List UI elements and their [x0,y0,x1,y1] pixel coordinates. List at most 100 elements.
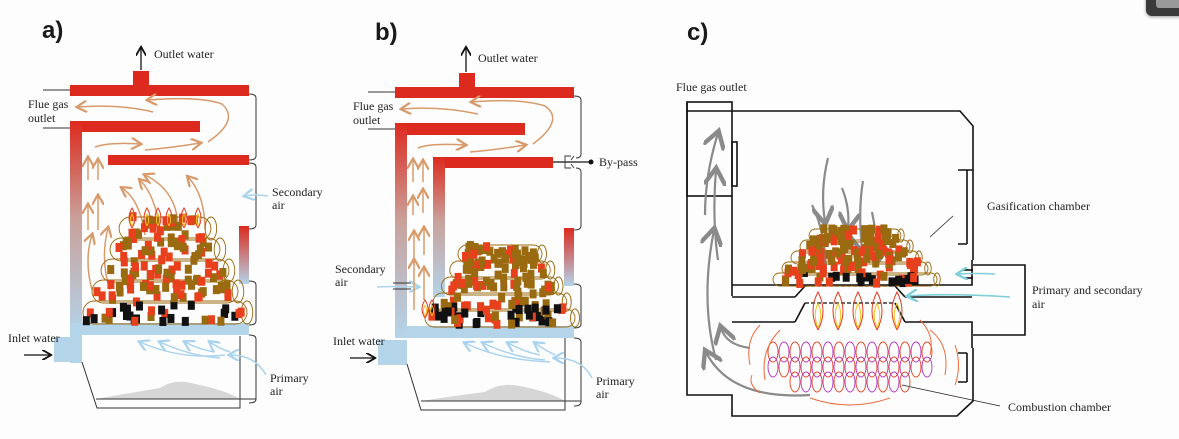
fuel-chunk [521,296,529,306]
corner-window-button[interactable] [1146,0,1179,16]
fuel-chunk [460,284,468,294]
fuel-chunk [491,311,499,321]
fuel-chunk [461,308,469,318]
combustion-flame [822,371,834,393]
log-end [906,239,914,254]
fuel-chunk [463,261,471,271]
fuel-chunk [511,249,519,259]
fuel-chunk [135,301,143,311]
combustion-flame [811,341,823,363]
fuel-chunk [531,303,539,313]
fuel-chunk [837,236,845,246]
fuel-chunk [510,269,518,279]
fuel-chunk [162,282,170,292]
fuel-chunk [156,226,164,236]
fuel-chunk [107,279,115,289]
fuel-chunk [842,272,850,282]
fuel-chunk [494,270,502,280]
swirl-arc [954,344,959,386]
fuel-chunk [895,245,903,255]
inlet-pipe [378,340,407,365]
fuel-chunk [454,292,462,302]
fuel-chunk [525,310,533,320]
fuel-chunk [221,308,229,318]
fuel-chunk [892,233,900,243]
combustion-flame [800,371,812,393]
fuel-chunk [181,230,189,240]
fuel-chunk [165,252,173,262]
fuel-chunk [883,235,891,245]
fuel-chunk [470,249,478,259]
fuel-chunk [93,287,101,297]
fuel-chunk [814,277,822,287]
fuel-chunk [178,235,186,245]
flue-gas-label-line2: outlet [353,113,381,127]
fuel-chunk [217,316,225,326]
left-water-wall [395,123,407,338]
fuel-chunk [840,265,848,275]
fuel-chunk [194,250,202,260]
fuel-chunk [808,246,816,256]
fuel-chunk [98,291,106,301]
fuel-chunk [888,277,896,287]
fuel-chunk [205,258,213,268]
panel-a: a) Outlet water Flue gas outlet Inlet wa… [8,17,323,409]
fuel-chunk [471,268,479,278]
fuel-chunk [539,269,547,279]
fuel-chunk [815,260,823,270]
fuel-chunk [217,284,225,294]
fuel-chunk [201,315,209,325]
fuel-chunk [559,303,567,313]
combustion-flame [822,341,834,363]
fuel-chunk [500,273,508,283]
fuel-chunk [832,271,840,281]
primary-air-arrows [140,342,267,376]
fuel-chunk [878,240,886,250]
combustion-flame [866,356,878,378]
panel-b: b) Outlet water Flue gas outlet By-pass … [333,19,638,411]
fuel-chunk [798,249,806,259]
fuel-chunk [130,257,138,267]
outlet-water-label: Outlet water [154,47,214,61]
swirl-arc [919,319,932,356]
flame [194,207,202,229]
fuel-chunk [473,260,481,270]
fuel-chunk [906,259,914,269]
fuel-chunk [184,275,192,285]
fuel-chunk [235,309,243,319]
fuel-chunk [120,268,128,278]
fuel-chunk [825,277,833,287]
fuel-chunk [132,262,140,272]
fuel-chunk [863,253,871,263]
fuel-chunk [119,302,127,312]
combustion-flame [778,341,790,363]
fuel-chunk [428,311,436,321]
combustion-flame [877,371,889,393]
fuel-chunk [140,261,148,271]
fuel-chunk [872,258,880,268]
fuel-chunk [115,243,123,253]
fuel-chunk [231,311,239,321]
combustion-flame [888,356,900,378]
fuel-chunk [122,311,130,321]
combustion-flame [800,356,812,378]
fuel-chunk [471,243,479,253]
swirl-arc [929,329,947,376]
fuel-chunk [444,302,452,312]
panel-a-letter: a) [42,17,63,44]
fuel-chunk [817,247,825,257]
fuel-chunk [486,246,494,256]
fuel-chunk [521,246,529,256]
fuel-chunk [108,291,116,301]
fuel-chunk [899,278,907,288]
fuel-chunk [790,266,798,276]
bypass-valve[interactable] [564,155,575,169]
flame [812,290,824,331]
flame [428,299,436,319]
outlet-pipe [459,73,475,89]
combustion-flame [789,371,801,393]
combustion-flame [866,341,878,363]
combustion-flame [855,356,867,378]
fuel-chunk [828,224,836,234]
